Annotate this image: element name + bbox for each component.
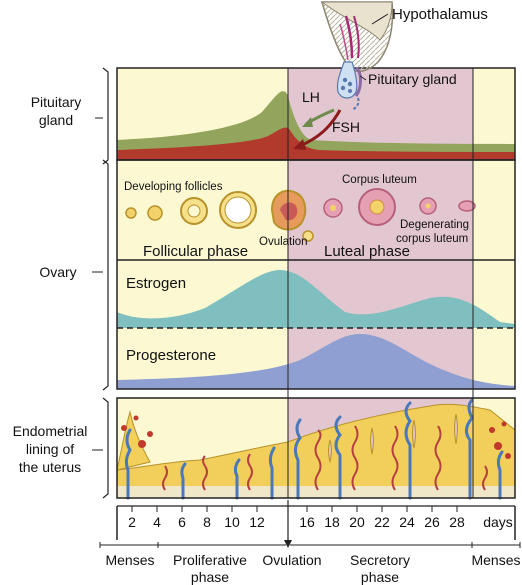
phase-row: Menses Proliferative phase Ovulation Sec… [99, 542, 521, 585]
phase-dividers [287, 68, 474, 498]
day-tick-label: 28 [449, 514, 465, 530]
menstrual-bleeding [121, 415, 511, 459]
progesterone-curve [117, 334, 515, 389]
secretory-label-1: Secretory [350, 552, 410, 568]
ovulation-image-label: Ovulation [259, 236, 308, 248]
endometrium [116, 398, 516, 500]
secretory-label-2: phase [361, 569, 399, 585]
lh-curve [117, 127, 515, 160]
proliferative-label-2: phase [191, 569, 229, 585]
ovary-row-label: Ovary [39, 264, 76, 280]
endometrium-row-label-2: lining of [26, 441, 74, 457]
days-unit-label: days [483, 514, 513, 530]
progesterone-label: Progesterone [126, 347, 216, 364]
day-tick-label: 4 [153, 514, 161, 530]
proliferative-label-1: Proliferative [173, 552, 247, 568]
day-tick-label: 24 [399, 514, 415, 530]
day-tick-label: 12 [249, 514, 265, 530]
endometrial-glands [162, 425, 488, 491]
endometrium-row-label-3: the uterus [19, 459, 81, 475]
ovulation-marker-arrow [284, 540, 292, 548]
day-tick-label: 22 [374, 514, 390, 530]
day-tick-label: 26 [424, 514, 440, 530]
day-tick-label: 20 [349, 514, 365, 530]
row-labels: Pituitary gland Ovary Endometrial lining… [13, 67, 109, 499]
pituitary-gland-label: Pituitary gland [368, 71, 457, 87]
luteal-phase-label: Luteal phase [324, 243, 410, 260]
pituitary-row-label-2: gland [39, 112, 73, 128]
endometrium-row-label-1: Endometrial [13, 423, 88, 439]
fsh-curve [117, 91, 515, 160]
pituitary-row-label-1: Pituitary [31, 94, 82, 110]
degenerating-corpus-luteum-label-1: Degenerating [400, 219, 469, 231]
day-tick-label: 2 [128, 514, 136, 530]
menses-end-label: Menses [471, 552, 520, 568]
day-tick-label: 6 [178, 514, 186, 530]
panel-borders [116, 67, 516, 540]
panel-text: Hypothalamus Pituitary gland LH FSH Deve… [124, 6, 488, 364]
day-tick-label: 8 [203, 514, 211, 530]
follicle-sequence [125, 188, 476, 242]
day-tick-label: 16 [299, 514, 315, 530]
day-tick-label: 18 [324, 514, 340, 530]
ovulation-phase-label: Ovulation [262, 552, 321, 568]
released-oocyte [302, 230, 314, 242]
lh-label: LH [302, 89, 320, 105]
corpus-albicans [458, 200, 476, 212]
hypothalamus-illustration [293, 1, 394, 150]
hypothalamus-label: Hypothalamus [392, 6, 488, 23]
developing-follicles-label: Developing follicles [124, 181, 223, 193]
estrogen-curve [117, 270, 515, 328]
degenerating-corpus-luteum-label-2: corpus luteum [396, 233, 468, 245]
day-tick-label: 10 [224, 514, 240, 530]
menses-start-label: Menses [105, 552, 154, 568]
follicle-1 [125, 207, 137, 219]
estrogen-label: Estrogen [126, 275, 186, 292]
spiral-arteries [124, 398, 504, 500]
follicular-phase-label: Follicular phase [143, 243, 248, 260]
corpus-luteum-label: Corpus luteum [342, 174, 417, 186]
fsh-label: FSH [332, 119, 360, 135]
follicle-2 [147, 205, 163, 221]
